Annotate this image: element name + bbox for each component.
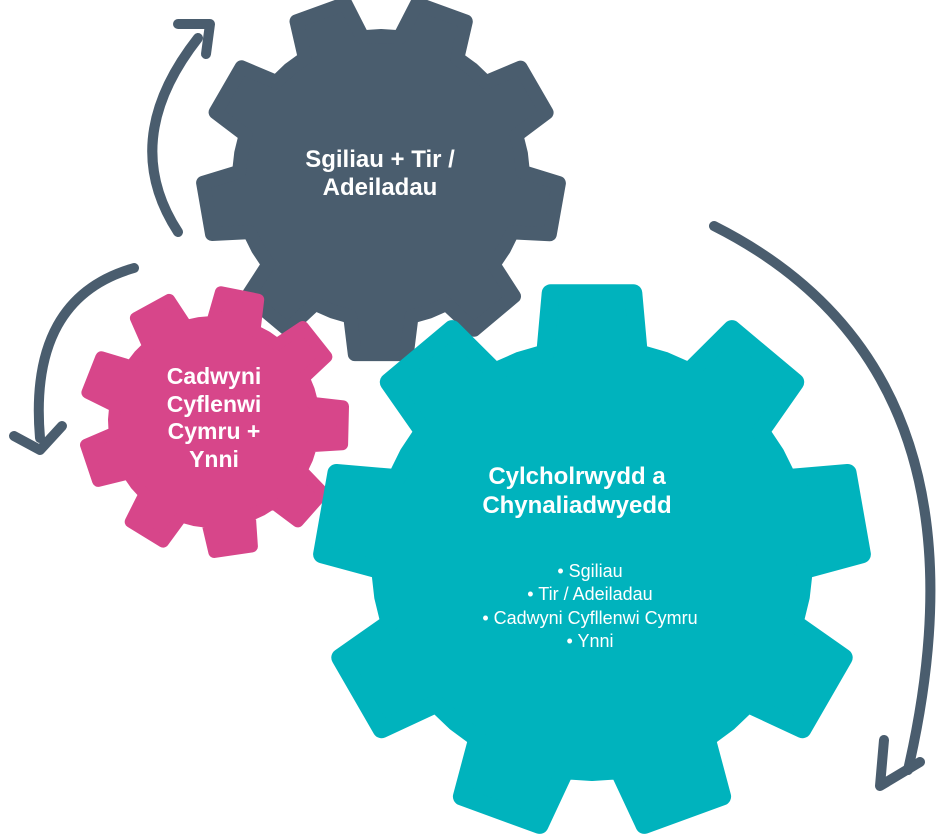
teal-gear-title-line1: Cylcholrwydd a [488,463,666,490]
pink-gear-icon [80,286,349,558]
arrow-pink-down-icon [33,263,139,443]
teal-gear-list-item: • Tir / Adeiladau [527,584,653,605]
teal-gear-list-item: • Sgiliau [557,561,623,581]
teal-gear-label: Cylcholrwydd a Chynaliadwyedd [452,462,702,521]
pink-gear-title-line1: Cadwyni [166,363,262,389]
pink-gear-title-line2: Cyflenwi [166,390,262,417]
arrow-teal-down-head-icon [875,735,925,791]
teal-gear-list-item: • Ynni [566,631,614,652]
teal-gear-list: • Sgiliau • Tir / Adeiladau • Cadwyni Cy… [400,560,780,654]
arrow-dark-up-head-icon [173,19,215,59]
pink-gear-title-line4: Ynni [189,445,239,472]
dark-gear-title-line1: Sgiliau + Tir / [305,146,455,173]
pink-gear-title-line3: Cymru + [167,418,261,445]
arrow-teal-down-icon [709,221,936,775]
dark-gear-icon [196,0,566,362]
teal-gear-title-line2: Chynaliadwyedd [482,492,672,520]
arrow-dark-up-icon [147,33,203,237]
dark-gear-label: Sgiliau + Tir / Adeiladau [255,146,505,203]
teal-gear-icon [313,284,871,834]
arrow-pink-down-head-icon [9,421,67,455]
dark-gear-title-line2: Adeiladau [322,174,438,202]
teal-gear-list-item: • Cadwyni Cyfllenwi Cymru [482,607,698,628]
pink-gear-label: Cadwyni Cyflenwi Cymru + Ynni [92,363,336,473]
